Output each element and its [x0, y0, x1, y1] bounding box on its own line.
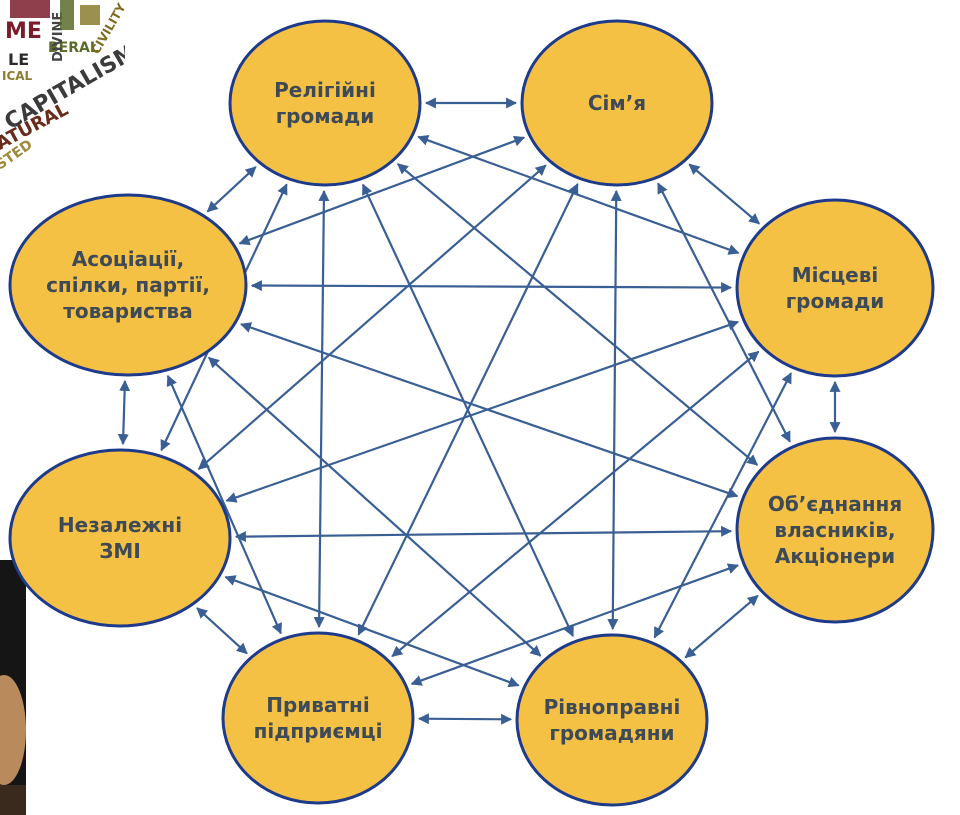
- node-family: [520, 19, 714, 187]
- photo-shadow: [0, 785, 26, 815]
- connection-arrow-family-media: [197, 164, 547, 470]
- node-owners: [735, 436, 935, 624]
- connection-arrow-owners-media: [234, 525, 733, 543]
- connection-arrow-religious-associations: [206, 166, 257, 213]
- connection-arrow-religious-entrepreneurs: [313, 189, 330, 629]
- connection-arrow-family-citizens: [607, 189, 622, 631]
- connection-arrow-entrepreneurs-associations: [166, 374, 282, 635]
- connection-arrow-local-media: [225, 319, 740, 503]
- connection-arrow-media-associations: [117, 379, 131, 446]
- connection-arrow-owners-citizens: [684, 594, 759, 659]
- word-cloud-word: BERAL: [48, 40, 99, 56]
- connection-arrow-family-associations: [238, 135, 526, 246]
- word-cloud-block: [80, 5, 100, 25]
- node-religious: [228, 19, 422, 187]
- diagram-nodes: [8, 19, 935, 807]
- connection-arrow-local-associations: [250, 280, 733, 294]
- person-photo-fragment: [0, 560, 26, 815]
- node-citizens: [515, 633, 709, 807]
- word-cloud-word: ICAL: [2, 69, 33, 83]
- word-cloud-block: [60, 0, 74, 30]
- connection-arrow-family-local: [688, 163, 761, 225]
- node-entrepreneurs: [221, 631, 415, 805]
- node-local: [735, 198, 935, 378]
- word-cloud-block: [10, 0, 50, 18]
- connection-arrow-religious-owners: [396, 163, 759, 466]
- connection-arrows: [117, 97, 841, 725]
- connection-arrow-local-entrepreneurs: [391, 350, 760, 658]
- connection-arrow-citizens-associations: [207, 356, 542, 657]
- connection-arrow-citizens-entrepreneurs: [417, 713, 513, 725]
- connection-arrow-family-entrepreneurs: [357, 183, 579, 636]
- node-associations: [8, 193, 248, 377]
- word-cloud-word: LE: [8, 50, 29, 69]
- photo-skin-highlight: [0, 675, 26, 785]
- word-cloud-word: ME: [5, 19, 42, 44]
- connection-arrow-entrepreneurs-media: [196, 607, 248, 655]
- node-media: [8, 448, 232, 628]
